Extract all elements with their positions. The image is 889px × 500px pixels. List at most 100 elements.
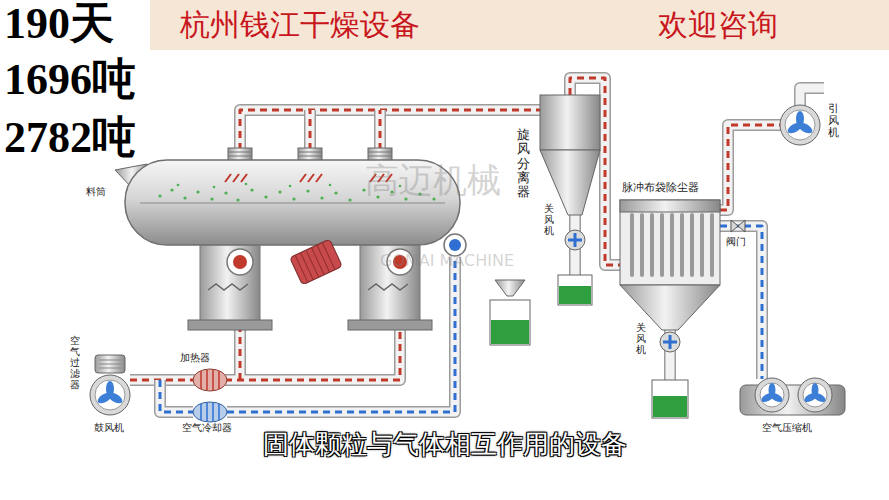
material-particles xyxy=(334,191,337,194)
air-ducts xyxy=(240,110,540,150)
blower xyxy=(95,380,125,410)
material-particles xyxy=(224,191,227,194)
air-ducts xyxy=(309,110,312,150)
material-particles xyxy=(177,184,180,187)
part-name: 阀门 xyxy=(726,236,746,247)
material-particles xyxy=(236,198,239,201)
part-name: 空气冷却器 xyxy=(182,422,232,433)
air-cooler xyxy=(201,403,219,421)
heater xyxy=(193,369,227,391)
part-name: 旋风分离器 xyxy=(517,128,530,199)
header-slogan: 欢迎咨询 xyxy=(658,10,778,40)
caption: 固体颗粒与气体相互作用的设备 xyxy=(263,430,627,459)
collector-bucket xyxy=(653,396,687,417)
dryer-body xyxy=(140,203,445,204)
material-particles xyxy=(289,185,292,188)
air-ducts xyxy=(306,110,315,150)
material-particles xyxy=(170,188,173,191)
discharge-bucket xyxy=(490,280,530,345)
big-number: 1696吨 xyxy=(4,58,136,102)
induced-fan xyxy=(780,105,820,145)
material-particles xyxy=(158,194,161,197)
air-filter xyxy=(99,360,121,368)
part-name: 空气压缩机 xyxy=(762,422,812,433)
discharge-bucket xyxy=(490,300,530,345)
air-ducts xyxy=(240,110,540,150)
rotary-valve xyxy=(565,230,585,250)
air-ducts xyxy=(800,88,824,107)
cyclone-separator xyxy=(540,95,600,215)
air-cooler xyxy=(193,402,227,422)
air-ducts xyxy=(720,226,762,379)
induced-fan xyxy=(785,110,815,140)
dryer-supports xyxy=(348,320,432,330)
heater xyxy=(193,369,227,391)
air-ducts xyxy=(376,110,385,150)
dryer-flanges xyxy=(228,152,392,156)
part-name: 关风机 xyxy=(544,203,554,236)
header-title: 杭州钱江干燥设备 xyxy=(180,10,420,40)
induced-fan xyxy=(780,105,820,145)
material-particles xyxy=(250,188,253,191)
material-particles xyxy=(245,183,248,186)
air-ducts xyxy=(720,226,762,379)
hot-air-inlets xyxy=(233,255,247,269)
blower xyxy=(96,391,114,406)
air-filter xyxy=(95,355,125,373)
air-ducts xyxy=(720,125,782,210)
dryer-supports xyxy=(200,240,260,322)
blower xyxy=(90,375,130,415)
material-particles xyxy=(264,195,267,198)
bag-dust-collector xyxy=(620,200,720,330)
vibration-motor xyxy=(290,239,343,285)
big-number: 190天 xyxy=(4,2,114,46)
air-cooler xyxy=(193,402,227,422)
part-name: 料筒 xyxy=(86,186,106,197)
air-ducts xyxy=(720,125,782,210)
air-ducts xyxy=(240,110,540,150)
air-ducts xyxy=(304,110,316,150)
material-particles xyxy=(320,196,323,199)
hot-air-inlets xyxy=(227,249,253,275)
air-compressor xyxy=(740,378,845,415)
material-particles xyxy=(278,190,281,193)
cold-air-inlet xyxy=(449,239,461,251)
air-compressor xyxy=(798,378,832,412)
air-ducts xyxy=(800,88,824,107)
air-compressor xyxy=(760,383,784,407)
material-particles xyxy=(292,197,295,200)
watermark: 高迈机械 xyxy=(365,162,501,199)
rotary-valve xyxy=(663,335,677,349)
air-filter xyxy=(95,355,125,373)
air-compressor xyxy=(760,391,776,404)
part-name: 鼓风机 xyxy=(94,422,124,433)
material-particles xyxy=(306,189,309,192)
air-compressor xyxy=(755,378,789,412)
air-compressor xyxy=(798,378,832,412)
material-particles xyxy=(348,198,351,201)
part-name: 引风机 xyxy=(828,103,839,139)
cyclone-bucket xyxy=(558,275,592,305)
air-ducts xyxy=(720,226,762,379)
air-compressor xyxy=(755,378,789,412)
discharge-bucket xyxy=(495,280,525,296)
cyclone-separator xyxy=(540,95,600,150)
rotary-valve xyxy=(660,332,680,352)
collector-bucket xyxy=(652,380,688,418)
watermark: GOMAI MACHINE xyxy=(380,252,514,270)
cyclone-bucket xyxy=(559,286,591,304)
vibration-motor xyxy=(295,242,335,282)
air-compressor xyxy=(803,383,827,407)
discharge-bucket xyxy=(491,320,529,344)
material-particles xyxy=(210,197,213,200)
induced-fan xyxy=(786,121,804,136)
rotary-valve xyxy=(660,332,680,352)
header-band: 杭州钱江干燥设备 欢迎咨询 xyxy=(150,0,889,50)
air-ducts xyxy=(374,110,386,150)
blower xyxy=(90,375,130,415)
part-name: 加热器 xyxy=(180,352,210,363)
bag-dust-collector xyxy=(632,215,712,275)
bag-dust-collector xyxy=(620,285,720,330)
air-ducts xyxy=(720,125,782,210)
material-particles xyxy=(196,190,199,193)
